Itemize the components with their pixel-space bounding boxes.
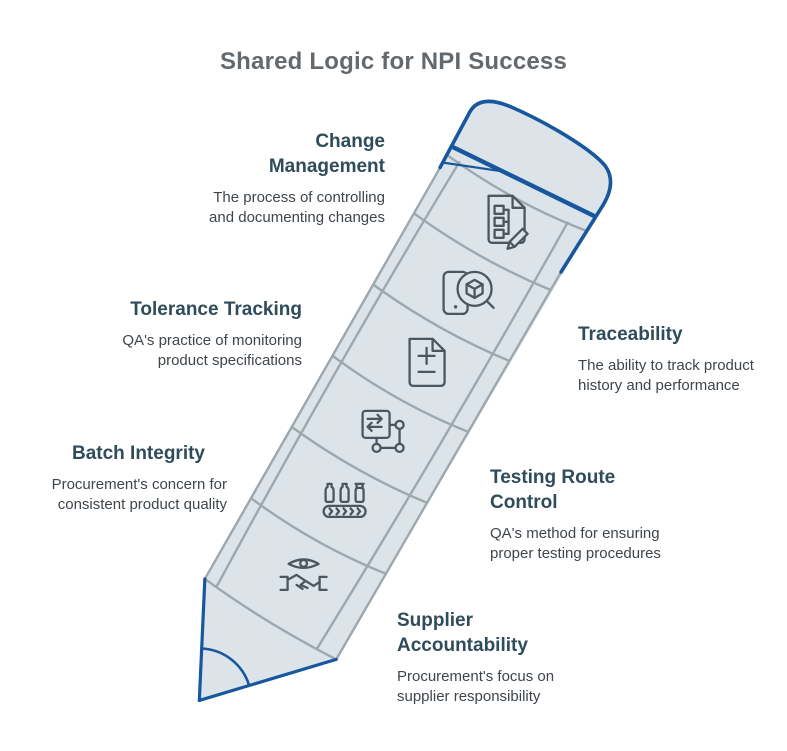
document-edit-icon [487, 194, 529, 250]
item-batch-integrity: Batch Integrity Procurement's concern fo… [52, 441, 227, 515]
item-description: QA's method for ensuring proper testing … [490, 524, 661, 564]
desc-line: product specifications [157, 352, 302, 369]
desc-line: and documenting changes [209, 209, 385, 226]
desc-line: QA's method for ensuring [490, 525, 660, 542]
heading-line: Supplier [397, 610, 474, 631]
heading-line: Control [490, 492, 558, 513]
item-heading: Traceability [578, 322, 754, 347]
item-description: Procurement's focus on supplier responsi… [397, 667, 554, 707]
batch-conveyor-icon [322, 482, 367, 519]
item-description: Procurement's concern for consistent pro… [52, 475, 227, 515]
item-heading: Change Management [209, 129, 385, 179]
item-heading: Tolerance Tracking [122, 297, 302, 322]
heading-line: Management [268, 156, 385, 177]
desc-line: The process of controlling [213, 189, 385, 206]
item-tolerance-tracking: Tolerance Tracking QA's practice of moni… [122, 297, 302, 371]
page-title: Shared Logic for NPI Success [219, 48, 568, 75]
item-description: The process of controlling and documenti… [209, 188, 385, 228]
desc-line: Procurement's concern for [51, 476, 227, 493]
item-description: QA's practice of monitoring product spec… [122, 331, 302, 371]
heading-line: Batch Integrity [71, 443, 205, 464]
item-description: The ability to track product history and… [578, 356, 754, 396]
item-supplier-accountability: Supplier Accountability Procurement's fo… [397, 608, 554, 707]
desc-line: QA's practice of monitoring [122, 332, 302, 349]
handshake-eye-icon [279, 558, 328, 592]
desc-line: consistent product quality [57, 496, 227, 513]
heading-line: Traceability [578, 324, 683, 345]
heading-line: Tolerance Tracking [130, 299, 302, 320]
product-search-icon [442, 270, 495, 315]
pencil-blue-accents [197, 99, 613, 703]
item-testing-route-control: Testing Route Control QA's method for en… [490, 465, 661, 564]
item-heading: Testing Route Control [490, 465, 661, 515]
heading-line: Change [315, 131, 385, 152]
item-traceability: Traceability The ability to track produc… [578, 322, 754, 396]
desc-line: proper testing procedures [490, 545, 661, 562]
route-swap-icon [361, 409, 405, 454]
desc-line: Procurement's focus on [397, 668, 555, 685]
desc-line: The ability to track product [578, 357, 754, 374]
item-heading: Supplier Accountability [397, 608, 554, 658]
desc-line: supplier responsibility [397, 688, 541, 705]
heading-line: Accountability [397, 635, 528, 656]
desc-line: history and performance [578, 377, 740, 394]
item-change-management: Change Management The process of control… [209, 129, 385, 228]
item-heading: Batch Integrity [52, 441, 205, 466]
heading-line: Testing Route [490, 467, 616, 488]
tolerance-document-icon [408, 337, 446, 388]
